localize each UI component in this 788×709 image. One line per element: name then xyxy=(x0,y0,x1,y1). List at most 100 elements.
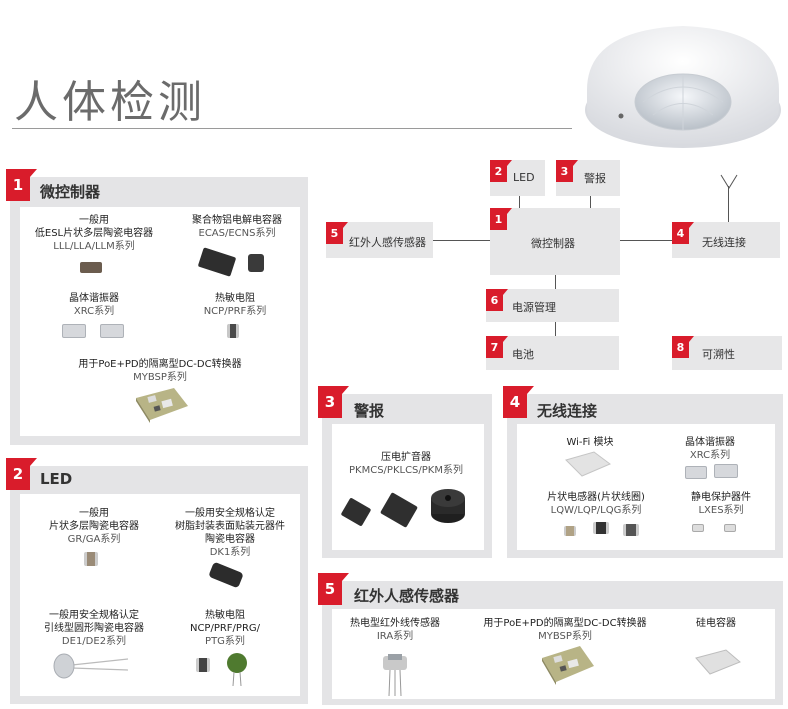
connector-mcu-wireless xyxy=(620,240,672,241)
mcu-item2-line1: 聚合物铝电解电容器 xyxy=(192,215,282,226)
panel-alarm-body xyxy=(332,424,484,550)
thermistor-smd xyxy=(196,658,210,672)
panel-pir: 5 红外人感传感器 xyxy=(318,573,783,705)
led-item1-series: GR/GA系列 xyxy=(67,534,121,545)
connector-alarm-mcu xyxy=(590,196,591,210)
wireless-item1-line1: Wi-Fi 模块 xyxy=(566,437,614,448)
antenna-icon xyxy=(720,174,738,189)
panel-wireless-badge: 4 xyxy=(503,386,534,418)
node-battery: 7 电池 xyxy=(486,336,619,370)
mlcc-chip xyxy=(84,552,98,566)
panel-alarm-badge: 3 xyxy=(318,386,349,418)
mcu-item1-line1: 一般用 xyxy=(79,215,109,226)
crystal-resonator-4 xyxy=(714,464,738,478)
piezo-sounder-round xyxy=(431,489,465,523)
led-item2-line1: 一般用安全规格认定 xyxy=(185,508,275,519)
node-power: 6 电源管理 xyxy=(486,289,619,322)
mcu-item1-series: LLL/LLA/LLM系列 xyxy=(53,241,135,252)
wireless-item2-series: XRC系列 xyxy=(689,450,731,461)
pir-item1-series: IRA系列 xyxy=(376,631,414,642)
polymer-cap-small xyxy=(248,254,264,272)
pir-item1-text: 热电型红外线传感器 IRA系列 xyxy=(336,617,454,643)
led-item3-series: DE1/DE2系列 xyxy=(61,636,127,647)
node-pir-label: 红外人感传感器 xyxy=(349,236,426,249)
node-alarm: 3 警报 xyxy=(556,160,620,196)
pir-item3-text: 硅电容器 xyxy=(680,617,752,630)
pir-item3-line1: 硅电容器 xyxy=(696,618,736,629)
mcu-item3-line1: 晶体谐振器 xyxy=(69,293,119,304)
mcu-item5-line1: 用于PoE+PD的隔离型DC-DC转换器 xyxy=(78,359,242,370)
node-mcu: 1 微控制器 xyxy=(490,208,620,275)
thermistor-chip xyxy=(227,324,239,338)
crystal-resonator-1 xyxy=(62,324,86,338)
thermistor-leaded xyxy=(227,653,247,686)
node-trace-label: 可溯性 xyxy=(702,348,735,361)
node-wireless-label: 无线连接 xyxy=(702,236,746,249)
node-power-badge: 6 xyxy=(486,289,508,311)
mcu-item4-text: 热敏电阻 NCP/PRF系列 xyxy=(180,292,290,318)
mcu-item1-line2: 低ESL片状多层陶瓷电容器 xyxy=(34,228,154,239)
panel-mcu-badge: 1 xyxy=(6,169,37,201)
wireless-item3-line1: 片状电感器(片状线圈) xyxy=(547,492,645,503)
led-item2-line2: 树脂封装表面贴装元器件 xyxy=(175,521,285,532)
connector-led-mcu xyxy=(519,196,520,210)
connector-pir-mcu xyxy=(433,240,490,241)
mcu-item2-series: ECAS/ECNS系列 xyxy=(198,228,276,239)
page-title: 人体检测 xyxy=(14,77,206,128)
led-item2-text: 一般用安全规格认定 树脂封装表面贴装元器件 陶瓷电容器 DK1系列 xyxy=(160,507,300,559)
mcu-item4-series: NCP/PRF系列 xyxy=(203,306,267,317)
alarm-item1-series: PKMCS/PKLCS/PKM系列 xyxy=(349,465,463,476)
wifi-module xyxy=(565,451,611,477)
wireless-item2-text: 晶体谐振器 XRC系列 xyxy=(660,436,760,462)
wireless-item4-line1: 静电保护器件 xyxy=(691,492,751,503)
mcu-item2-text: 聚合物铝电解电容器 ECAS/ECNS系列 xyxy=(172,214,302,240)
node-battery-badge: 7 xyxy=(486,336,508,358)
node-alarm-badge: 3 xyxy=(556,160,578,182)
crystal-resonator-3 xyxy=(685,466,707,479)
node-alarm-label: 警报 xyxy=(584,172,606,185)
pir-item2-text: 用于PoE+PD的隔离型DC-DC转换器 MYBSP系列 xyxy=(470,617,660,643)
title-divider xyxy=(12,128,572,129)
pir-item1-line1: 热电型红外线传感器 xyxy=(350,618,440,629)
led-item2-series: DK1系列 xyxy=(209,547,251,558)
motion-sensor-image xyxy=(585,26,781,148)
node-mcu-label: 微控制器 xyxy=(531,237,575,250)
node-trace-badge: 8 xyxy=(672,336,694,358)
node-pir: 5 红外人感传感器 xyxy=(326,222,433,258)
dcdc-converter-module-2 xyxy=(542,646,594,685)
mcu-item5-text: 用于PoE+PD的隔离型DC-DC转换器 MYBSP系列 xyxy=(60,358,260,384)
panel-led-badge: 2 xyxy=(6,458,37,490)
chip-inductor-2 xyxy=(593,522,609,534)
wireless-item3-text: 片状电感器(片状线圈) LQW/LQP/LQG系列 xyxy=(536,491,656,517)
panel-wireless: 4 无线连接 xyxy=(503,386,783,558)
led-item1-line1: 一般用 xyxy=(79,508,109,519)
mcu-item5-series: MYBSP系列 xyxy=(133,372,187,383)
connector-power-battery xyxy=(555,322,556,336)
mcu-item3-series: XRC系列 xyxy=(73,306,115,317)
node-power-label: 电源管理 xyxy=(512,301,556,314)
alarm-item1-text: 压电扩音器 PKMCS/PKLCS/PKM系列 xyxy=(336,451,476,477)
led-item4-text: 热敏电阻 NCP/PRF/PRG/ PTG系列 xyxy=(170,609,280,648)
led-item4-line1: 热敏电阻 xyxy=(205,610,245,621)
panel-alarm-title: 警报 xyxy=(354,402,385,420)
node-wireless: 4 无线连接 xyxy=(672,222,780,258)
mcu-item3-text: 晶体谐振器 XRC系列 xyxy=(44,292,144,318)
mcu-item4-line1: 热敏电阻 xyxy=(215,293,255,304)
node-battery-label: 电池 xyxy=(512,348,534,361)
panel-pir-badge: 5 xyxy=(318,573,349,605)
dcdc-converter-module xyxy=(136,388,188,423)
wireless-item1-text: Wi-Fi 模块 xyxy=(540,436,640,449)
antenna-mast xyxy=(728,186,729,224)
node-trace: 8 可溯性 xyxy=(672,336,782,370)
led-item4-line2: NCP/PRF/PRG/ xyxy=(189,623,261,634)
panel-wireless-title: 无线连接 xyxy=(537,402,598,420)
led-item4-series: PTG系列 xyxy=(205,636,245,647)
node-led: 2 LED xyxy=(490,160,545,196)
panel-led: 2 LED xyxy=(6,458,308,704)
node-mcu-badge: 1 xyxy=(490,208,512,230)
panel-mcu-title: 微控制器 xyxy=(40,183,101,201)
panel-alarm: 3 警报 xyxy=(318,386,492,558)
connector-mcu-power xyxy=(555,275,556,289)
pir-item2-line1: 用于PoE+PD的隔离型DC-DC转换器 xyxy=(483,618,647,629)
led-item3-line1: 一般用安全规格认定 xyxy=(49,610,139,621)
